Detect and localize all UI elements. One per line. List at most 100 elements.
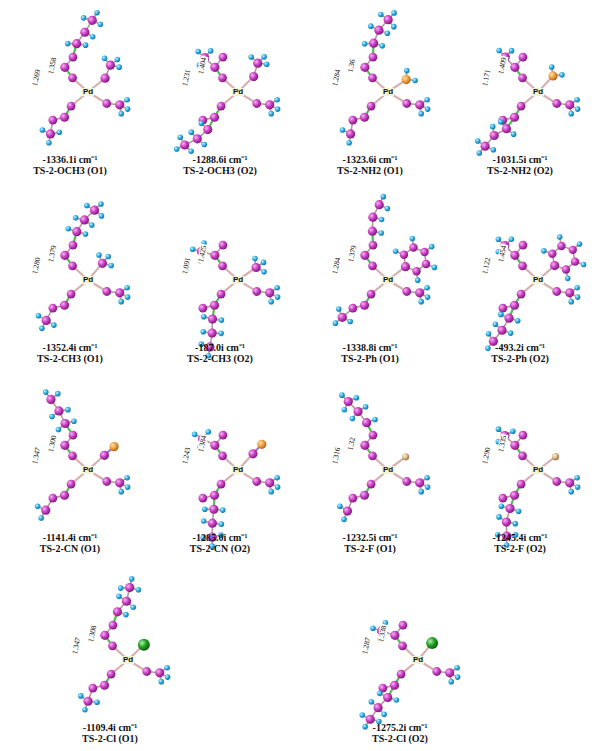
atom-sphere (517, 480, 526, 489)
atom-label: Pd (232, 466, 244, 474)
atom-sphere (219, 431, 228, 440)
bond-length: 1.091 (180, 256, 191, 276)
bond-length: 1.243 (180, 446, 191, 466)
atom-sphere (409, 243, 417, 251)
atom-sphere (384, 15, 393, 24)
imaginary-frequency: -187.0i cm⁻¹ (195, 340, 245, 354)
atom-sphere (57, 129, 63, 135)
atom-sphere (402, 287, 411, 296)
atom-sphere (217, 102, 226, 111)
bond-length: 1.32 (347, 436, 357, 452)
atom-sphere (432, 667, 441, 676)
atom-sphere (378, 12, 384, 18)
atom-sphere (568, 489, 574, 495)
atom-sphere (142, 667, 151, 676)
atom-sphere (71, 418, 77, 424)
bond-length: 1.347 (30, 446, 41, 466)
atom-sphere (218, 73, 227, 82)
atom-sphere (508, 330, 514, 336)
atom-sphere (122, 597, 131, 606)
atom-sphere (348, 304, 357, 313)
bond-length: 1.231 (180, 68, 191, 88)
imaginary-frequency: -1288.6i cm⁻¹ (193, 152, 248, 166)
atom-sphere (402, 453, 409, 460)
atom-sphere (80, 28, 89, 37)
atom-sphere (102, 99, 111, 108)
atom-sphere (48, 304, 57, 313)
atom-sphere (490, 124, 496, 130)
atom-sphere (504, 314, 513, 323)
atom-sphere (84, 203, 90, 209)
atom-sphere (199, 120, 205, 126)
atom-sphere (516, 508, 522, 514)
atom-sphere (72, 227, 81, 236)
atom-sphere (496, 48, 502, 54)
atom-sphere (201, 314, 207, 320)
atom-sphere (200, 329, 206, 335)
atom-label: Pd (122, 656, 134, 664)
atom-sphere (210, 441, 219, 450)
atom-sphere (424, 475, 430, 481)
atom-sphere (219, 317, 225, 323)
atom-sphere (557, 234, 563, 240)
atom-sphere (510, 63, 519, 72)
atom-sphere (109, 442, 118, 451)
atom-sphere (105, 254, 111, 260)
atom-sphere (49, 414, 55, 420)
atom-sphere (51, 322, 57, 328)
atom-sphere (505, 504, 514, 513)
atom-sphere (252, 287, 261, 296)
atom-sphere (354, 395, 360, 401)
atom-sphere (519, 53, 528, 62)
atom-sphere (381, 194, 387, 200)
structure-name: TS-2-CN (O2) (190, 543, 250, 554)
atom-sphere (346, 129, 355, 138)
bond-length: 1.284 (330, 256, 341, 276)
atom-sphere (100, 631, 109, 640)
structure-name: TS-2-Ph (O1) (341, 353, 399, 364)
atom-sphere (88, 16, 97, 25)
structure-name: TS-2-Cl (O2) (372, 733, 428, 744)
atom-sphere (265, 478, 274, 487)
atom-sphere (565, 478, 574, 487)
atom-sphere (124, 285, 130, 291)
atom-sphere (476, 150, 482, 156)
atom-sphere (83, 697, 92, 706)
atom-sphere (210, 251, 219, 260)
atom-sphere (368, 213, 377, 222)
bond-length: 1.290 (480, 446, 491, 466)
atom-sphere (42, 316, 51, 325)
imaginary-frequency: -1141.4i cm⁻¹ (43, 530, 97, 544)
atom-sphere (218, 331, 224, 337)
atom-sphere (83, 231, 89, 237)
atom-sphere (422, 260, 430, 268)
atom-sphere (577, 241, 583, 247)
atom-sphere (346, 140, 352, 146)
atom-sphere (429, 244, 435, 250)
atom-sphere (454, 665, 460, 671)
atom-sphere (46, 140, 52, 146)
atom-sphere (96, 252, 102, 258)
atom-sphere (565, 276, 571, 282)
atom-sphere (367, 290, 376, 299)
atom-sphere (496, 426, 502, 432)
atom-label: Pd (82, 276, 94, 284)
atom-sphere (425, 484, 431, 490)
atom-sphere (341, 517, 347, 523)
atom-sphere (418, 111, 424, 117)
atom-sphere (517, 102, 526, 111)
imaginary-frequency: -1352.4i cm⁻¹ (43, 340, 98, 354)
atom-sphere (412, 78, 418, 84)
atom-sphere (218, 261, 227, 270)
bond-length: 1.316 (330, 446, 341, 466)
atom-sphere (394, 697, 400, 703)
atom-sphere (43, 389, 49, 395)
structure-name: TS-2-OCH3 (O1) (33, 165, 107, 176)
atom-sphere (424, 285, 430, 291)
atom-sphere (485, 346, 491, 352)
imaginary-frequency: -1336.1i cm⁻¹ (43, 152, 98, 166)
atom-sphere (102, 477, 111, 486)
atom-sphere (375, 200, 384, 209)
atom-sphere (569, 246, 577, 254)
atom-sphere (496, 236, 502, 242)
